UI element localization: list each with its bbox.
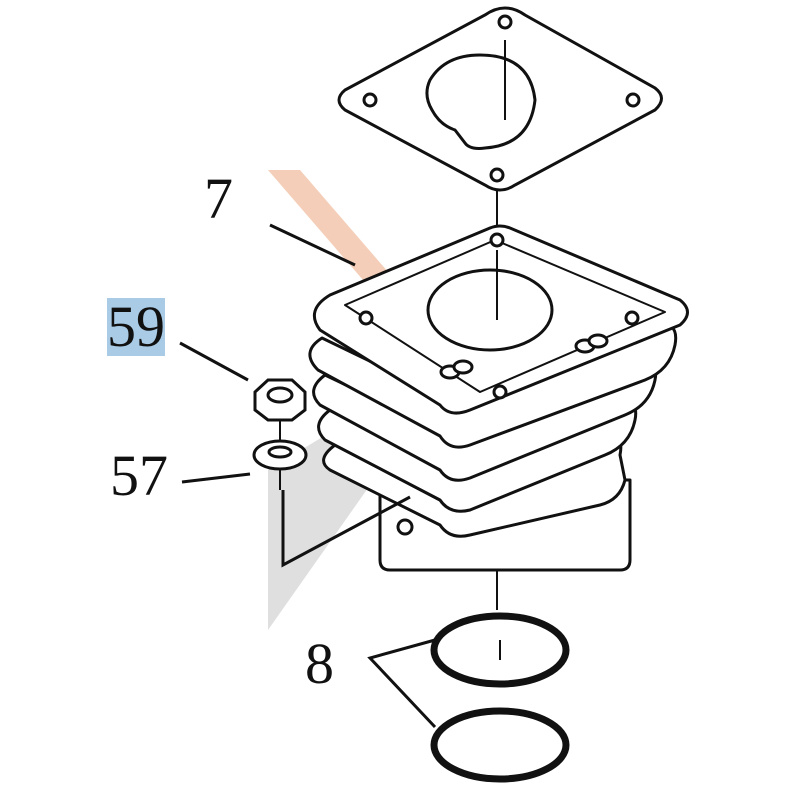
washer xyxy=(252,439,308,471)
part-label-7[interactable]: 7 xyxy=(204,166,233,231)
leader-lines xyxy=(179,223,437,729)
part-label-59-highlighted[interactable]: 59 xyxy=(107,294,165,359)
cylinder-block xyxy=(308,224,689,572)
head-gasket xyxy=(337,6,663,192)
piston-rings xyxy=(430,612,570,783)
part-label-8[interactable]: 8 xyxy=(305,631,334,696)
part-label-57[interactable]: 57 xyxy=(110,443,168,508)
nut xyxy=(253,378,307,422)
